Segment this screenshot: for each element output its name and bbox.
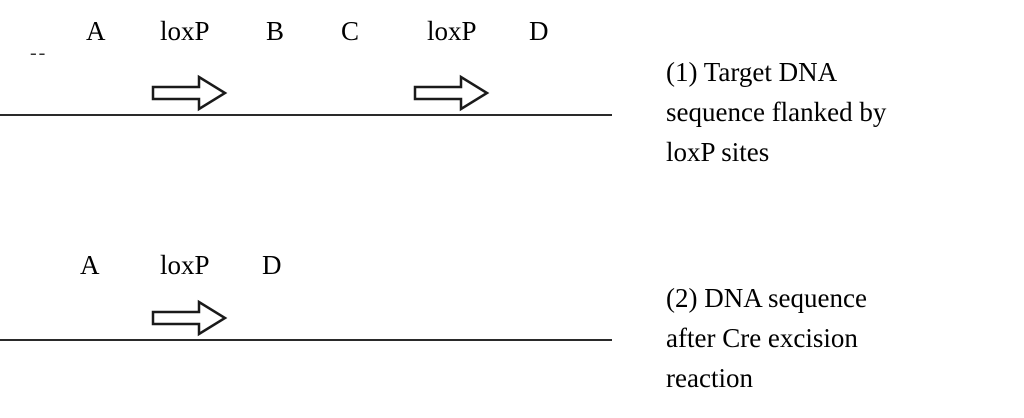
dna-strand-line-2 [0,339,612,341]
caption-line: loxP sites [666,137,770,167]
gene-label-a-2: A [80,250,100,280]
caption-line: reaction [666,363,753,393]
caption-target-dna: (1) Target DNA sequence flanked by loxP … [666,52,886,172]
gene-label-b: B [266,16,285,46]
caption-line: after Cre excision [666,323,858,353]
gene-label-d-1: D [529,16,549,46]
dna-strand-line-1 [0,114,612,116]
caption-line: (2) DNA sequence [666,283,867,313]
caption-line: sequence flanked by [666,97,887,127]
loxp-label-3: loxP [160,250,210,280]
gene-label-a-1: A [86,16,106,46]
caption-after-excision: (2) DNA sequence after Cre excision reac… [666,278,867,398]
loxp-right-arrow-icon-3 [151,299,228,337]
left-dash-mark: -- [30,42,48,64]
loxp-right-arrow-icon-2 [413,74,490,112]
caption-line: (1) Target DNA [666,57,838,87]
loxp-right-arrow-icon-1 [151,74,228,112]
loxp-label-2: loxP [427,16,477,46]
gene-label-d-2: D [262,250,282,280]
loxp-label-1: loxP [160,16,210,46]
gene-label-c: C [341,16,360,46]
